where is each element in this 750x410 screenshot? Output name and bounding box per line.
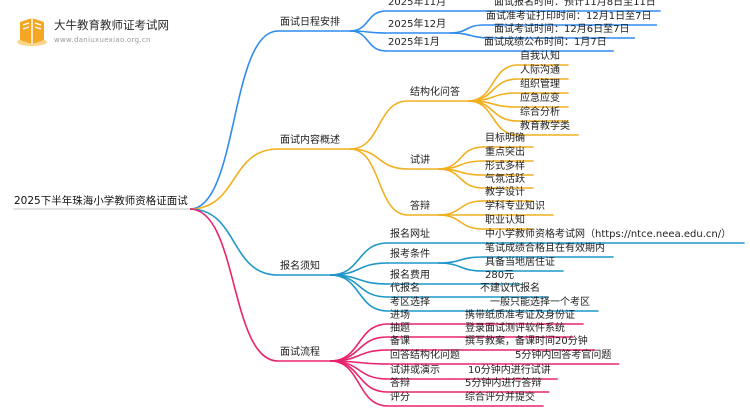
leaf-link: [449, 24, 485, 34]
leaf-topic: 组织管理: [520, 79, 560, 90]
leaf-topic: 教学设计: [485, 187, 525, 198]
leaf-link: [437, 200, 484, 216]
subtopic-link: [349, 10, 387, 32]
brand-url: www.daniuxuexiao.org.cn: [54, 36, 151, 44]
branch-topic-schedule: 面试日程安排: [280, 17, 340, 28]
leaf-topic: 学科专业知识: [485, 201, 545, 212]
leaf-topic: 登录面试测评软件系统: [465, 323, 565, 334]
root-topic: 2025下半年珠海小学教师资格证面试: [14, 195, 188, 207]
subtopic-link: [329, 262, 389, 276]
branch-link: [189, 208, 279, 362]
leaf-link: [437, 256, 484, 264]
subtopic: 报考条件: [390, 249, 430, 260]
subtopic: 回答结构化问题: [390, 350, 460, 361]
subtopic: 考区选择: [390, 297, 430, 308]
subtopic: 2025年11月: [388, 0, 447, 8]
branch-topic-process: 面试流程: [280, 347, 320, 358]
leaf-topic: 面试报名时间：预计11月8日至11日: [494, 0, 656, 8]
subtopic-link: [349, 148, 409, 170]
subtopic-link: [349, 148, 409, 216]
subtopic: 代报名: [390, 283, 420, 294]
leaf-topic: 人际沟通: [520, 65, 560, 76]
leaf-link: [437, 168, 484, 189]
branch-topic-content: 面试内容概述: [280, 135, 340, 146]
leaf-topic: 280元: [485, 270, 515, 281]
brand-logo: 大牛教育教师证考试网 www.daniuxuexiao.org.cn: [14, 14, 204, 50]
subtopic: 备课: [390, 336, 410, 347]
leaf-topic: 中小学教师资格考试网（https://ntce.neea.edu.cn/）: [485, 229, 732, 240]
leaf-topic: 5分钟内进行答辩: [465, 378, 542, 389]
subtopic-link: [349, 30, 387, 52]
subtopic-link: [329, 360, 389, 393]
leaf-topic: 形式多样: [485, 161, 525, 172]
leaf-topic: 具备当地居住证: [485, 257, 555, 268]
leaf-topic: 笔试成绩合格且在有效期内: [485, 243, 605, 254]
leaf-link: [467, 64, 519, 102]
subtopic: 2025年1月: [388, 37, 440, 48]
leaf-link: [437, 262, 484, 272]
leaf-topic: 不建议代报名: [480, 283, 540, 294]
leaf-topic: 一般只能选择一个考区: [490, 297, 590, 308]
leaf-topic: 10分钟内进行试讲: [468, 365, 551, 376]
subtopic: 结构化问答: [410, 87, 460, 98]
subtopic: 抽题: [390, 323, 410, 334]
leaf-topic: 撰写教案，备课时间20分钟: [465, 336, 588, 347]
leaf-link: [467, 100, 519, 136]
leaf-topic: 气氛活跃: [485, 174, 525, 185]
leaf-topic: 应急应变: [520, 93, 560, 104]
subtopic: 进场: [390, 310, 410, 321]
leaf-topic: 5分钟内回答考官问题: [515, 350, 612, 361]
subtopic: 2025年12月: [388, 19, 447, 30]
branch-link: [189, 148, 279, 210]
leaf-topic: 综合分析: [520, 107, 560, 118]
leaf-topic: 目标明确: [485, 133, 525, 144]
leaf-topic: 面试准考证打印时间：12月1日至7日: [486, 11, 652, 22]
leaf-topic: 综合评分并提交: [465, 392, 535, 403]
subtopic: 试讲: [410, 155, 430, 166]
subtopic: 报名费用: [390, 270, 430, 281]
brand-name: 大牛教育教师证考试网: [54, 18, 169, 32]
subtopic-link: [329, 274, 389, 312]
book-icon: [17, 18, 47, 46]
subtopic-link: [329, 336, 389, 362]
subtopic: 答辩: [410, 201, 430, 212]
leaf-link: [449, 32, 493, 39]
branch-topic-notice: 报名须知: [280, 261, 320, 272]
branch-link: [189, 208, 279, 276]
branch-link: [189, 30, 279, 210]
leaf-link: [437, 214, 484, 230]
subtopic: 评分: [390, 392, 410, 403]
leaf-topic: 面试考试时间：12月6日至7日: [494, 24, 630, 35]
leaf-topic: 教育教学类: [520, 121, 570, 132]
leaf-topic: 面试成绩公布时间：1月7日: [484, 37, 607, 48]
leaf-topic: 自我认知: [520, 51, 560, 62]
subtopic-link: [349, 100, 409, 150]
subtopic-link: [329, 360, 389, 407]
subtopic: 报名网址: [390, 229, 430, 240]
subtopic: 试讲或演示: [390, 365, 440, 376]
leaf-topic: 携带纸质准考证及身份证: [465, 310, 575, 321]
subtopic: 答辩: [390, 378, 410, 389]
leaf-topic: 重点突出: [485, 147, 525, 158]
subtopic-link: [329, 242, 389, 276]
leaf-topic: 职业认知: [485, 215, 525, 226]
